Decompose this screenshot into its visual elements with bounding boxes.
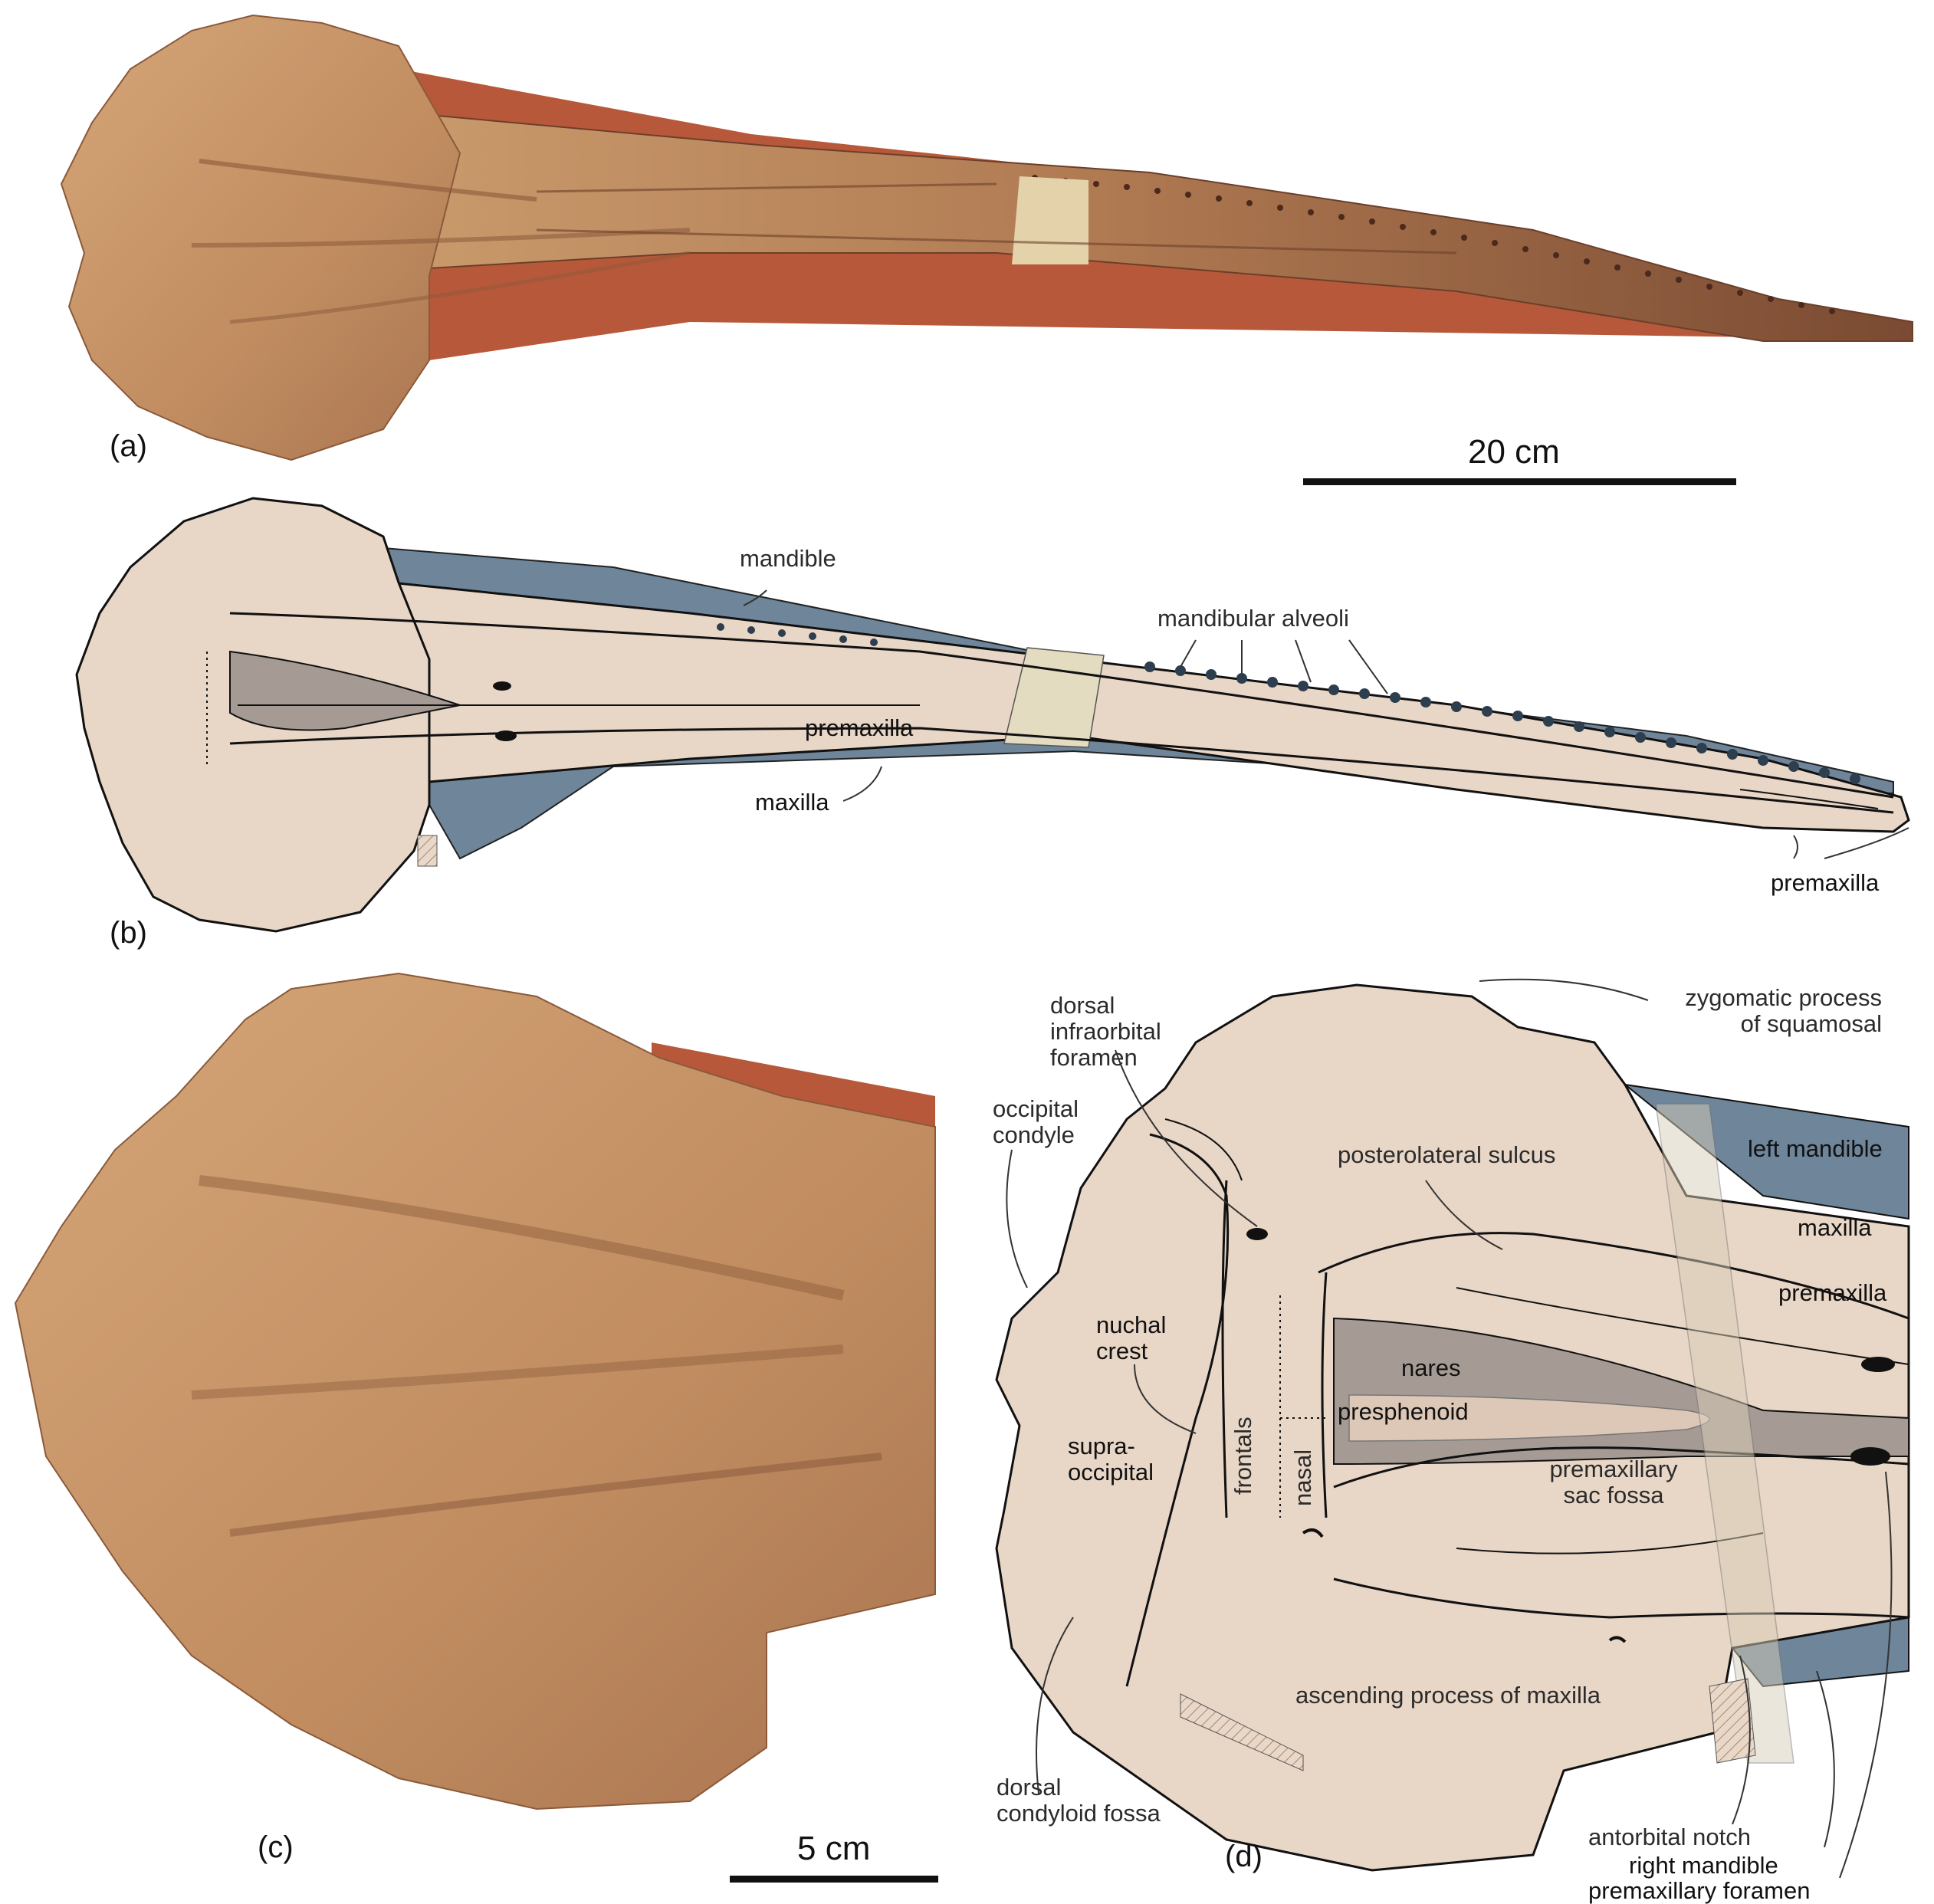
label-d-ascending-process: ascending process of maxilla — [1295, 1682, 1601, 1709]
label-d-presphenoid: presphenoid — [1338, 1398, 1469, 1425]
scale-bar-5cm — [730, 1876, 938, 1883]
panel-d-label: (d) — [1225, 1840, 1263, 1873]
panel-b-alveoli — [717, 623, 1860, 784]
label-d-nares: nares — [1401, 1354, 1461, 1381]
label-d-premaxillary-foramen: premaxillary foramen — [1588, 1877, 1811, 1904]
panel-c-photo — [14, 972, 936, 1810]
label-b-premaxilla-tip: premaxilla — [1771, 869, 1880, 896]
label-b-mandibular-alveoli: mandibular alveoli — [1157, 605, 1349, 632]
label-d-supraoccipital: supra- occipital — [1068, 1433, 1154, 1485]
scale-bar-20cm — [1303, 478, 1736, 485]
panel-b-label: (b) — [110, 916, 147, 950]
label-d-maxilla: maxilla — [1798, 1214, 1872, 1241]
label-d-premaxillary-sac-fossa: premaxillary sac fossa — [1549, 1456, 1678, 1508]
label-b-mandible: mandible — [740, 545, 836, 572]
label-b-premaxilla: premaxilla — [805, 714, 914, 741]
label-d-nasal: nasal — [1289, 1449, 1316, 1506]
label-d-frontals: frontals — [1230, 1417, 1256, 1495]
panel-c-label: (c) — [258, 1830, 294, 1864]
panel-a-photo — [60, 14, 1913, 461]
scale-text-5cm: 5 cm — [797, 1830, 871, 1867]
label-b-maxilla: maxilla — [755, 789, 829, 816]
panel-b-drawing — [75, 497, 1910, 933]
label-d-occipital-condyle: occipital condyle — [993, 1095, 1079, 1148]
label-d-zygomatic-process: zygomatic process of squamosal — [1685, 984, 1882, 1037]
label-d-nuchal-crest: nuchal crest — [1096, 1311, 1167, 1364]
panel-a-plaster-repair — [1012, 176, 1088, 264]
panel-a-label: (a) — [110, 429, 147, 463]
panel-b-nares — [229, 650, 463, 731]
panel-a-cranium — [60, 14, 461, 461]
panel-b-rostrum — [389, 581, 1910, 833]
panel-c-cranium — [14, 972, 936, 1810]
label-d-dorsal-condyloid-fossa: dorsal condyloid fossa — [997, 1774, 1161, 1827]
label-d-posterolateral-sulcus: posterolateral sulcus — [1338, 1141, 1556, 1168]
label-d-dorsal-infraorbital-foramen: dorsal infraorbital foramen — [1050, 992, 1161, 1071]
label-d-antorbital-notch: antorbital notch — [1588, 1824, 1751, 1850]
label-d-premaxilla: premaxilla — [1778, 1279, 1887, 1306]
scale-text-20cm: 20 cm — [1468, 433, 1560, 471]
label-d-right-mandible: right mandible — [1629, 1852, 1778, 1879]
label-d-left-mandible: left mandible — [1748, 1135, 1883, 1162]
panel-d-drawing — [995, 978, 1910, 1879]
